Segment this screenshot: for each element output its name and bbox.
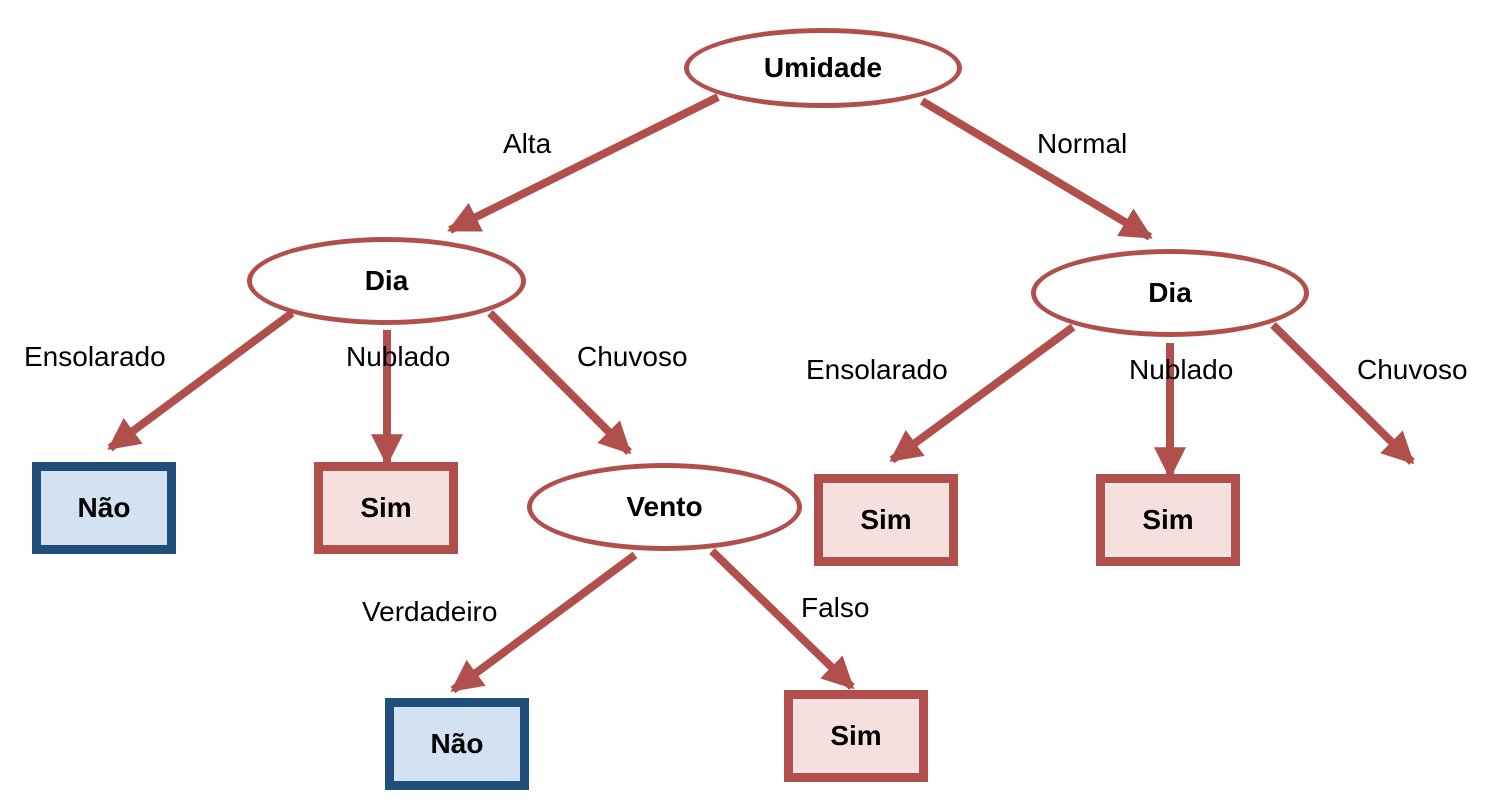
edge-label-falso: Falso — [801, 592, 870, 623]
leaf-nao-2-label: Não — [430, 728, 484, 759]
edge-label-verdadeiro: Verdadeiro — [362, 596, 498, 627]
node-dia-left-label: Dia — [364, 265, 409, 296]
leaf-sim-3: Sim — [1096, 474, 1240, 566]
edge-label-left-nublado: Nublado — [346, 341, 451, 372]
leaf-sim-2: Sim — [814, 474, 958, 566]
node-umidade: Umidade — [684, 28, 962, 108]
edge-falso — [709, 548, 855, 690]
node-umidade-label: Umidade — [763, 52, 883, 83]
leaf-sim-4-label: Sim — [830, 720, 882, 751]
node-dia-right-label: Dia — [1148, 277, 1192, 308]
edge-label-right-chuvoso: Chuvoso — [1357, 354, 1468, 385]
edge-verdadeiro — [450, 551, 638, 694]
edge-right-ensolarado — [889, 323, 1076, 464]
edge-label-alta: Alta — [503, 128, 552, 159]
leaf-sim-3-label: Sim — [1142, 504, 1194, 535]
leaf-sim-2-label: Sim — [860, 504, 912, 535]
edge-label-right-nublado: Nublado — [1129, 354, 1234, 385]
leaf-sim-1-label: Sim — [360, 492, 412, 523]
edge-label-left-chuvoso: Chuvoso — [577, 341, 688, 372]
node-vento: Vento — [527, 463, 802, 551]
edge-left-ensolarado — [107, 309, 295, 452]
node-dia-right: Dia — [1031, 249, 1309, 337]
edge-label-normal: Normal — [1037, 128, 1128, 159]
leaf-nao-2: Não — [385, 698, 529, 790]
edge-right-chuvoso — [1270, 322, 1415, 465]
leaf-sim-1: Sim — [314, 462, 458, 554]
node-dia-left: Dia — [247, 237, 526, 325]
edge-alta — [447, 93, 720, 234]
leaf-nao-1-label: Não — [77, 492, 131, 523]
node-vento-label: Vento — [626, 491, 703, 522]
edge-label-left-ensolarado: Ensolarado — [24, 341, 166, 372]
leaf-nao-1: Não — [32, 462, 176, 554]
edge-label-right-ensolarado: Ensolarado — [806, 354, 948, 385]
edge-left-chuvoso — [487, 310, 632, 455]
leaf-sim-4: Sim — [784, 690, 928, 782]
edge-normal — [919, 97, 1153, 241]
